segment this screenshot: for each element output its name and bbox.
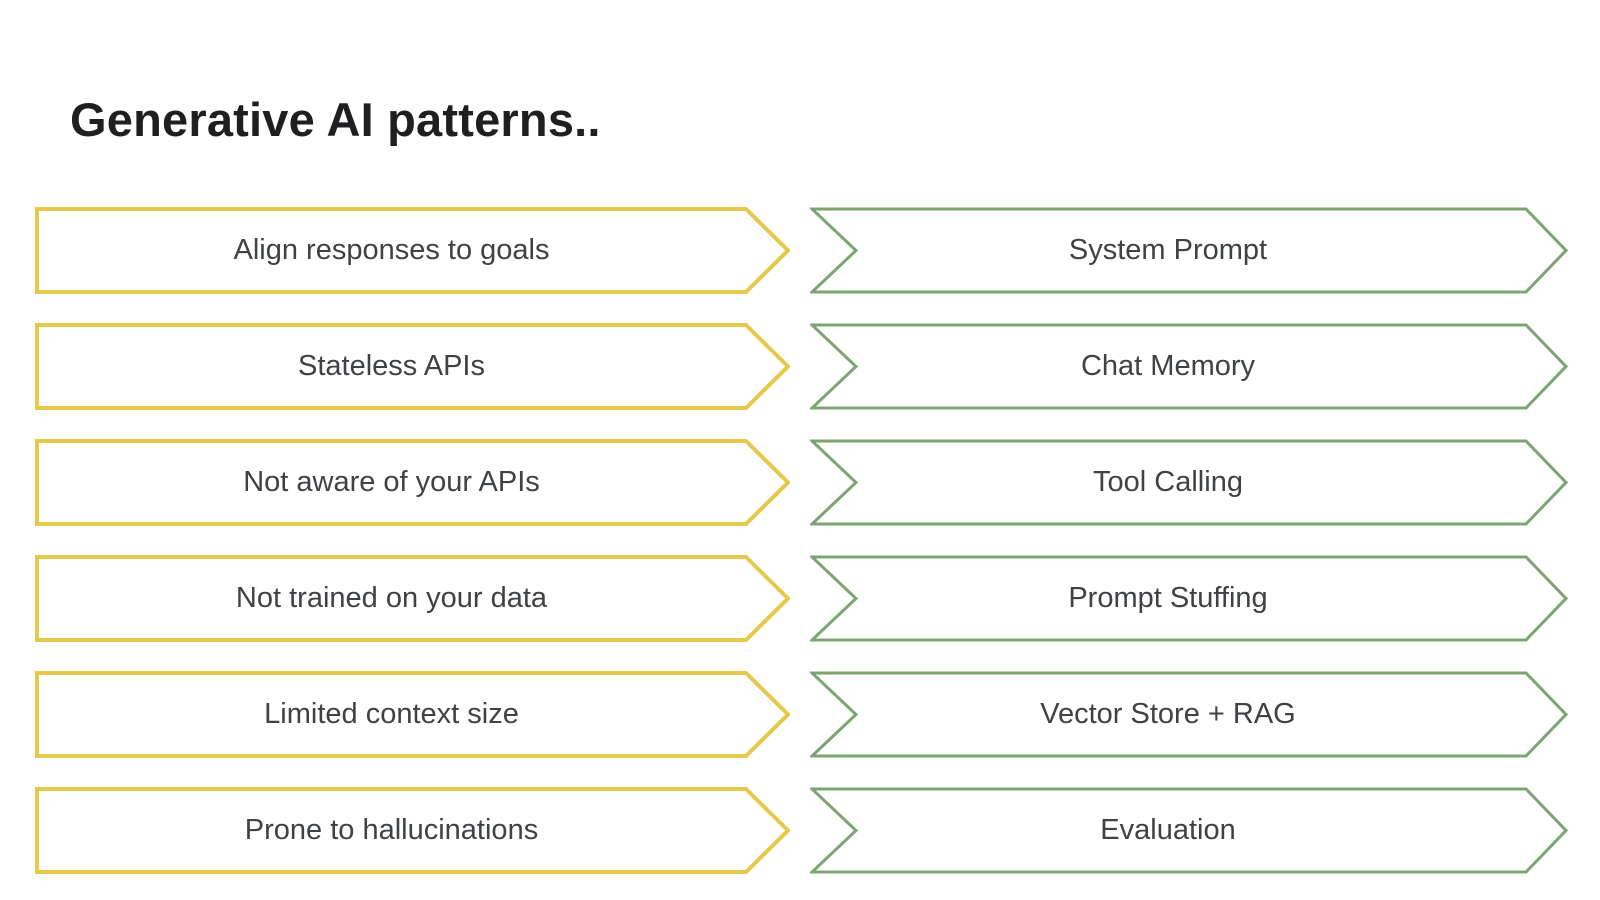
problem-arrow: Stateless APIs bbox=[35, 323, 790, 410]
solution-arrow: System Prompt bbox=[810, 207, 1568, 294]
solution-label: Tool Calling bbox=[1093, 466, 1243, 498]
problem-label: Prone to hallucinations bbox=[244, 814, 539, 846]
green-arrow-shape bbox=[810, 671, 1568, 758]
solution-label: Chat Memory bbox=[1080, 350, 1256, 382]
problem-arrow: Prone to hallucinations bbox=[35, 787, 790, 874]
problem-arrow: Not trained on your data bbox=[35, 555, 790, 642]
solution-label: System Prompt bbox=[1068, 234, 1268, 266]
yellow-arrow-shape bbox=[35, 555, 790, 642]
solution-arrow: Prompt Stuffing bbox=[810, 555, 1568, 642]
yellow-arrow-shape bbox=[35, 787, 790, 874]
solution-arrow: Evaluation bbox=[810, 787, 1568, 874]
solution-label: Prompt Stuffing bbox=[1068, 582, 1268, 614]
problem-arrow: Not aware of your APIs bbox=[35, 439, 790, 526]
green-arrow-shape bbox=[810, 555, 1568, 642]
solution-arrow: Chat Memory bbox=[810, 323, 1568, 410]
yellow-arrow-shape bbox=[35, 439, 790, 526]
solution-label: Evaluation bbox=[1100, 814, 1236, 846]
problem-label: Not trained on your data bbox=[235, 582, 548, 614]
green-arrow-shape bbox=[810, 439, 1568, 526]
yellow-arrow-shape bbox=[35, 207, 790, 294]
green-arrow-shape bbox=[810, 787, 1568, 874]
pattern-row: Limited context size Vector Store + RAG bbox=[35, 671, 1568, 758]
green-arrow-shape bbox=[810, 323, 1568, 410]
problem-label: Stateless APIs bbox=[298, 350, 485, 382]
pattern-rows: Align responses to goals System Prompt S… bbox=[35, 207, 1568, 874]
pattern-row: Prone to hallucinations Evaluation bbox=[35, 787, 1568, 874]
green-arrow-shape bbox=[810, 207, 1568, 294]
pattern-row: Stateless APIs Chat Memory bbox=[35, 323, 1568, 410]
problem-arrow: Limited context size bbox=[35, 671, 790, 758]
problem-label: Limited context size bbox=[264, 698, 519, 730]
page-title: Generative AI patterns.. bbox=[70, 93, 601, 146]
yellow-arrow-shape bbox=[35, 323, 790, 410]
pattern-row: Not trained on your data Prompt Stuffing bbox=[35, 555, 1568, 642]
yellow-arrow-shape bbox=[35, 671, 790, 758]
problem-label: Not aware of your APIs bbox=[243, 466, 540, 498]
problem-arrow: Align responses to goals bbox=[35, 207, 790, 294]
pattern-row: Align responses to goals System Prompt bbox=[35, 207, 1568, 294]
pattern-row: Not aware of your APIs Tool Calling bbox=[35, 439, 1568, 526]
solution-label: Vector Store + RAG bbox=[1040, 698, 1296, 730]
solution-arrow: Vector Store + RAG bbox=[810, 671, 1568, 758]
solution-arrow: Tool Calling bbox=[810, 439, 1568, 526]
problem-label: Align responses to goals bbox=[233, 234, 550, 266]
